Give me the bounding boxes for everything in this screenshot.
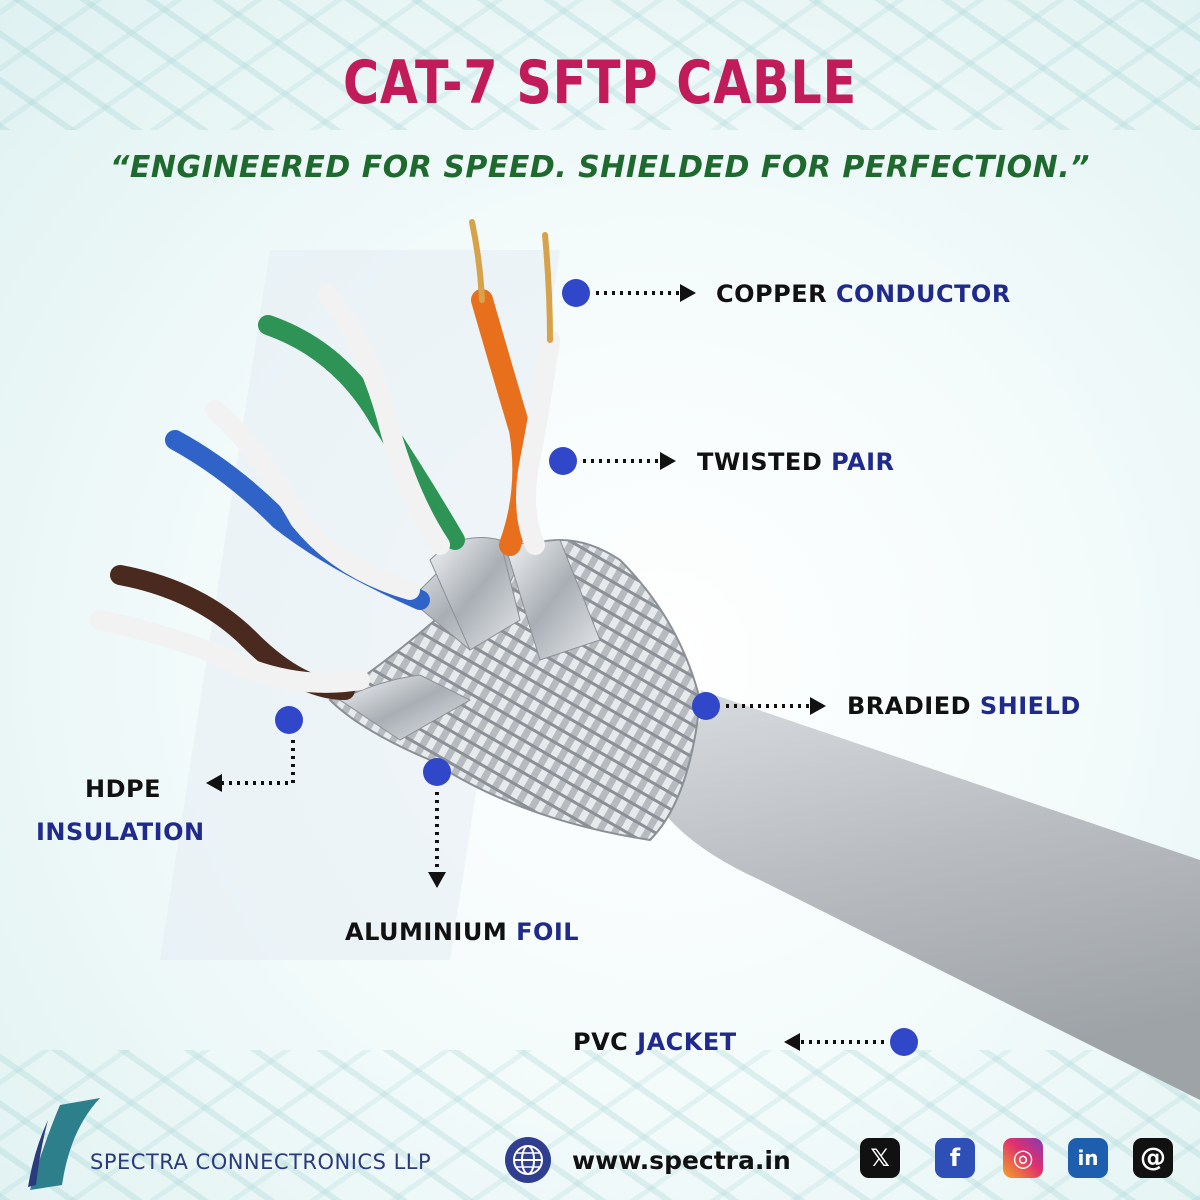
marker-hdpe xyxy=(275,706,303,734)
wire-brown-white xyxy=(90,610,370,693)
label-aluminium-foil: ALUMINIUM FOIL xyxy=(345,918,579,946)
label-pvc-part1: PVC xyxy=(573,1028,629,1056)
copper-conductor-1 xyxy=(469,219,485,303)
pvc-jacket-shape xyxy=(640,690,1200,1100)
arrow-copper xyxy=(680,284,696,302)
brand-name: SPECTRA CONNECTRONICS LLP xyxy=(90,1150,432,1174)
label-braided-shield: BRADIED SHIELD xyxy=(847,692,1081,720)
copper-conductor-2 xyxy=(542,232,553,343)
label-copper-part1: COPPER xyxy=(716,280,828,308)
wire-green-white xyxy=(318,285,450,555)
page-title: CAT-7 SFTP CABLE xyxy=(342,48,858,118)
label-braided-part1: BRADIED xyxy=(847,692,972,720)
label-foil-part1: ALUMINIUM xyxy=(345,918,508,946)
tagline: “ENGINEERED FOR SPEED. SHIELDED FOR PERF… xyxy=(110,150,1090,185)
leader-hdpe xyxy=(222,740,295,785)
marker-pvc xyxy=(890,1028,918,1056)
label-twisted-part1: TWISTED xyxy=(697,448,823,476)
label-insulation: INSULATION xyxy=(36,818,205,846)
label-pvc-part2: JACKET xyxy=(637,1028,737,1056)
label-foil-part2: FOIL xyxy=(516,918,580,946)
label-copper-part2: CONDUCTOR xyxy=(835,280,1011,308)
linkedin-icon[interactable]: in xyxy=(1068,1138,1108,1178)
facebook-icon[interactable]: f xyxy=(935,1138,975,1178)
threads-icon[interactable]: @ xyxy=(1133,1138,1173,1178)
label-copper-conductor: COPPER CONDUCTOR xyxy=(716,280,1011,308)
marker-foil xyxy=(423,758,451,786)
arrow-pvc xyxy=(784,1033,800,1051)
top-pattern xyxy=(0,0,1200,130)
website-link[interactable]: www.spectra.in xyxy=(572,1146,791,1175)
wire-orange-white xyxy=(516,330,560,555)
arrow-hdpe xyxy=(206,774,222,792)
globe-icon[interactable] xyxy=(505,1137,551,1183)
bottom-pattern xyxy=(0,1050,1200,1200)
arrow-twisted xyxy=(660,452,676,470)
x-icon[interactable]: 𝕏 xyxy=(860,1138,900,1178)
label-hdpe: HDPE xyxy=(85,775,161,803)
logo-mark-inner xyxy=(28,1120,48,1187)
marker-copper xyxy=(562,279,590,307)
logo-mark xyxy=(30,1098,100,1190)
marker-braided xyxy=(692,692,720,720)
label-twisted-pair: TWISTED PAIR xyxy=(697,448,894,476)
watermark-swoosh xyxy=(160,250,560,960)
marker-twisted xyxy=(549,447,577,475)
instagram-icon[interactable]: ◎ xyxy=(1003,1138,1043,1178)
arrow-braided xyxy=(810,697,826,715)
arrow-foil xyxy=(428,872,446,888)
wire-blue-white xyxy=(205,400,420,600)
label-braided-part2: SHIELD xyxy=(979,692,1081,720)
label-twisted-part2: PAIR xyxy=(831,448,895,476)
label-pvc-jacket: PVC JACKET xyxy=(573,1028,737,1056)
